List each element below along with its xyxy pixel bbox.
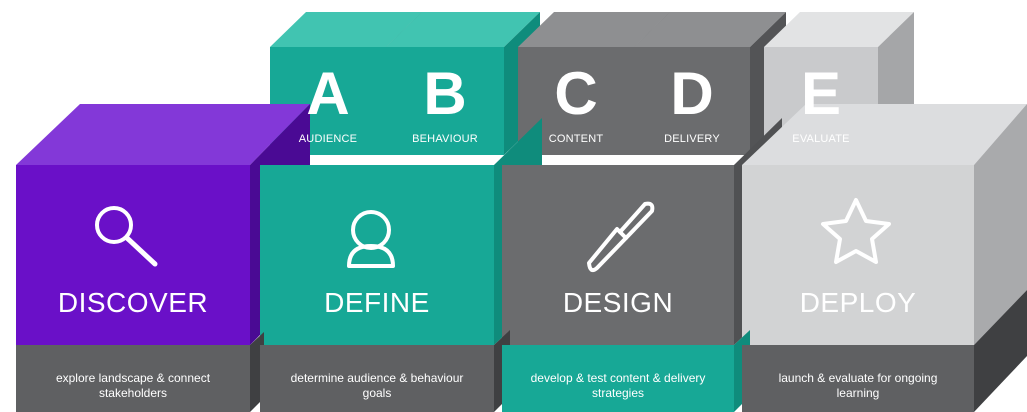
phase-title-define: DEFINE [324,287,430,318]
base-deploy [742,290,1027,412]
phase-title-deploy: DEPLOY [799,287,917,318]
paintbrush-icon [587,201,655,273]
caption-delivery: DELIVERY [664,133,720,145]
description-define: determine audience & behaviour goals [290,371,464,400]
phase-title-design: DESIGN [562,287,674,318]
caption-behaviour: BEHAVIOUR [412,133,478,145]
letter-a: A [306,60,350,127]
phase-title-discover: DISCOVER [57,287,209,318]
letter-c: C [554,60,598,127]
letter-e: E [800,60,842,127]
description-discover: explore landscape & connect stakeholders [55,371,211,400]
description-design: develop & test content & delivery strate… [530,371,706,400]
caption-content: CONTENT [548,133,604,145]
base-discover [16,332,264,412]
description-deploy: launch & evaluate for ongoing learning [778,371,938,400]
caption-audience: AUDIENCE [298,133,358,145]
block-deploy [742,104,1027,345]
letter-b: B [423,60,467,127]
block-design [502,118,782,345]
star-icon [821,198,891,264]
magnifier-icon [95,206,158,267]
caption-evaluate: EVALUATE [792,133,850,145]
person-icon [347,210,395,268]
letter-d: D [670,60,714,127]
